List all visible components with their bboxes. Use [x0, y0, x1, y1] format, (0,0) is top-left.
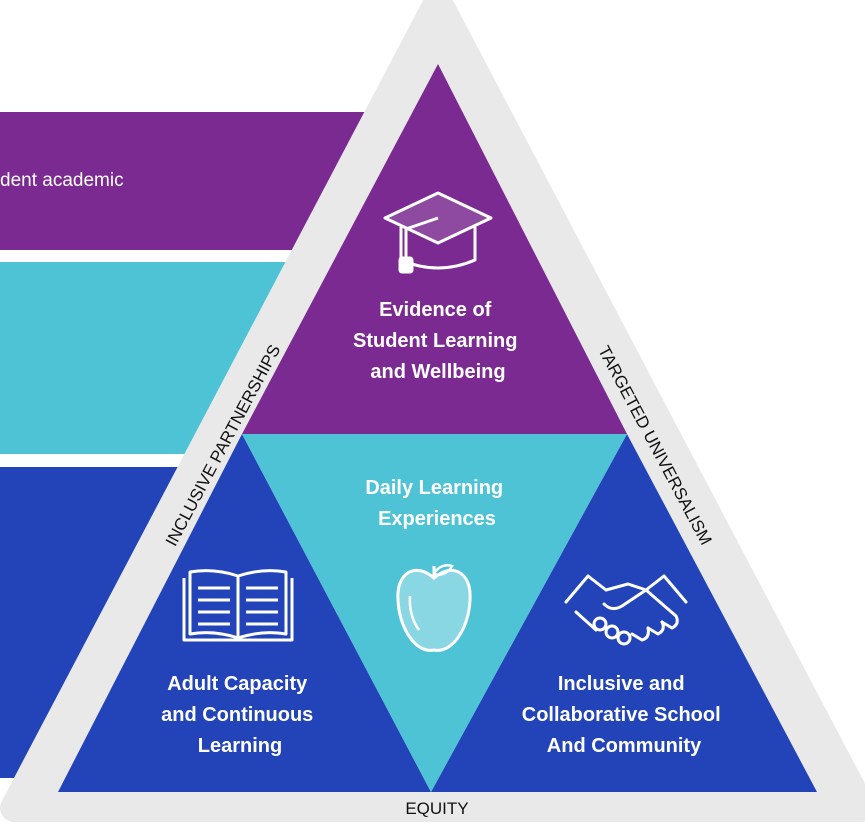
handshake-icon	[564, 574, 688, 646]
section-bottom-left-line-3: Learning	[198, 735, 282, 757]
section-bottom-right-community	[431, 434, 817, 792]
section-bottom-right-line-1: Inclusive and	[558, 673, 685, 695]
section-bottom-right-label: Inclusive and Collaborative School And C…	[522, 673, 727, 757]
section-top-line-3: and Wellbeing	[370, 361, 505, 383]
section-bottom-left-line-1: Adult Capacity	[167, 673, 308, 695]
section-bottom-right-line-3: And Community	[547, 735, 702, 757]
section-bottom-left-label: Adult Capacity and Continuous Learning	[161, 673, 319, 757]
section-center-line-2: Experiences	[378, 508, 496, 530]
section-bottom-right-line-2: Collaborative School	[522, 704, 721, 726]
section-bottom-left-line-2: and Continuous	[161, 704, 313, 726]
section-top-evidence	[242, 64, 627, 434]
section-top-label: Evidence of Student Learning and Wellbei…	[353, 299, 523, 383]
apple-icon	[396, 564, 472, 652]
section-bottom-left-adult-capacity	[58, 434, 431, 792]
section-top-line-2: Student Learning	[353, 330, 517, 352]
section-center-line-1: Daily Learning	[365, 477, 503, 499]
open-book-icon	[182, 569, 294, 642]
graduation-cap-icon	[383, 191, 493, 274]
section-top-line-1: Evidence of	[379, 299, 492, 321]
edge-label-bottom: EQUITY	[405, 799, 468, 818]
left-band-top-text: dent academic	[0, 170, 124, 191]
section-center-label: Daily Learning Experiences	[365, 477, 508, 530]
